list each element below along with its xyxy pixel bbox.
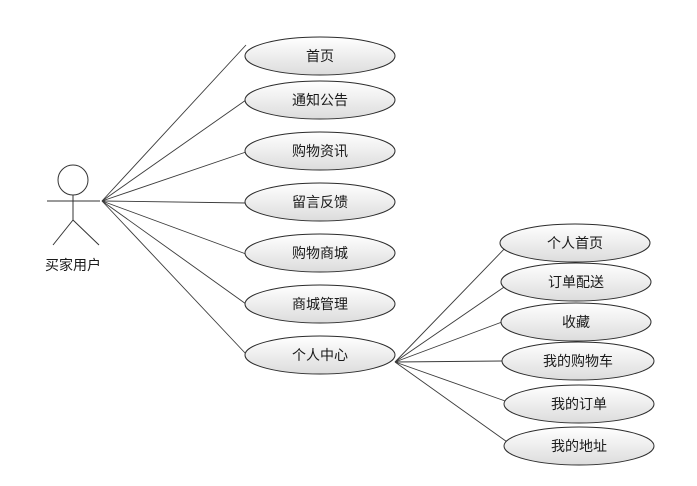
link-actor-mall-management xyxy=(101,200,247,305)
use-case-personal-home[interactable]: 个人首页 xyxy=(499,223,651,263)
link-actor-feedback xyxy=(101,200,247,204)
use-case-label: 个人中心 xyxy=(292,348,348,364)
link-center-my-orders xyxy=(394,361,509,403)
association-lines xyxy=(101,44,511,445)
use-case-personal-center[interactable]: 个人中心 xyxy=(244,335,396,375)
use-case-label: 我的地址 xyxy=(551,439,607,455)
use-case-label: 购物商城 xyxy=(292,246,348,262)
link-actor-shopping-info xyxy=(101,151,247,202)
use-case-my-orders[interactable]: 我的订单 xyxy=(503,384,655,424)
use-case-feedback[interactable]: 留言反馈 xyxy=(244,182,396,222)
use-case-mall-management[interactable]: 商城管理 xyxy=(244,284,396,324)
use-case-my-cart[interactable]: 我的购物车 xyxy=(501,341,655,381)
link-center-order-delivery xyxy=(394,282,511,363)
link-center-my-cart xyxy=(394,360,503,363)
use-case-notice[interactable]: 通知公告 xyxy=(244,80,396,120)
link-actor-personal-center xyxy=(101,200,247,355)
link-center-favorites xyxy=(394,321,503,363)
link-actor-notice xyxy=(101,99,247,202)
use-case-label: 收藏 xyxy=(562,315,590,331)
use-case-label: 商城管理 xyxy=(292,297,348,313)
use-case-shopping-info[interactable]: 购物资讯 xyxy=(244,131,396,171)
actor-label: 买家用户 xyxy=(45,257,101,274)
link-actor-shopping-mall xyxy=(101,200,247,255)
use-case-label: 个人首页 xyxy=(547,236,603,252)
use-case-label: 订单配送 xyxy=(548,275,604,291)
use-case-label: 首页 xyxy=(306,49,334,65)
use-case-shopping-mall[interactable]: 购物商城 xyxy=(244,233,396,273)
use-case-favorites[interactable]: 收藏 xyxy=(500,302,652,342)
use-case-my-address[interactable]: 我的地址 xyxy=(503,426,655,466)
link-center-personal-home xyxy=(394,242,511,363)
link-actor-home xyxy=(101,44,247,202)
use-case-label: 留言反馈 xyxy=(292,195,348,211)
link-center-my-address xyxy=(394,361,511,445)
stick-figure-actor-icon xyxy=(47,164,100,246)
use-case-label: 我的购物车 xyxy=(543,353,613,370)
use-case-label: 购物资讯 xyxy=(292,144,348,160)
use-case-home[interactable]: 首页 xyxy=(244,36,396,76)
use-case-label: 通知公告 xyxy=(292,92,348,109)
use-case-label: 我的订单 xyxy=(551,397,607,413)
use-case-order-delivery[interactable]: 订单配送 xyxy=(500,262,652,302)
